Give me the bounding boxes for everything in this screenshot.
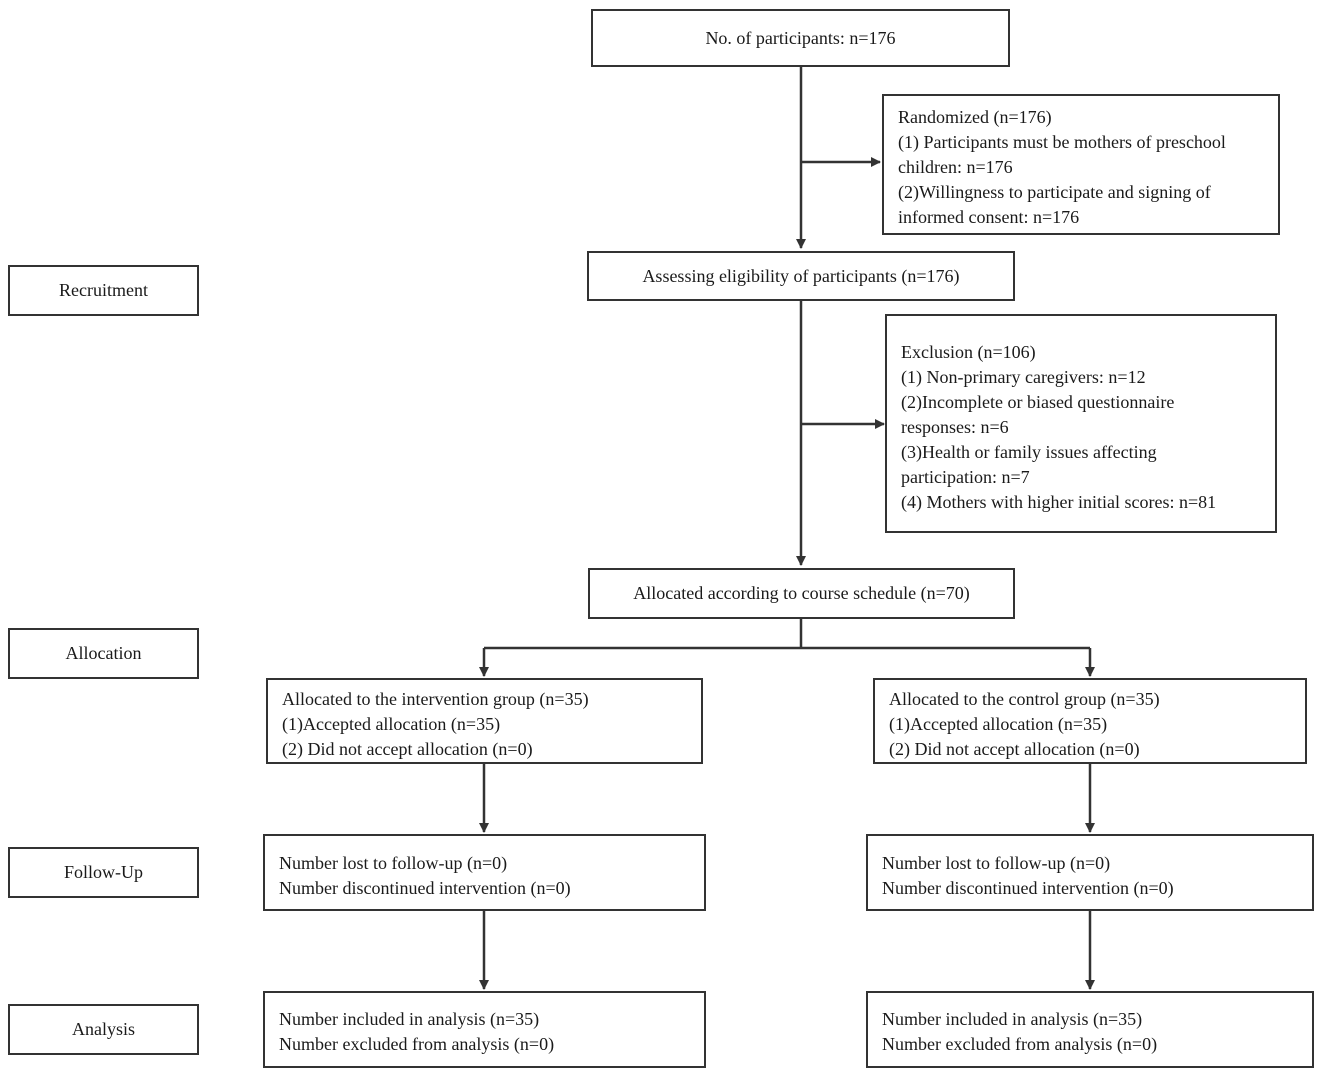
participants-box: No. of participants: n=176: [591, 9, 1010, 67]
eligibility-box: Assessing eligibility of participants (n…: [587, 251, 1015, 301]
intervention-allocation-line: Allocated to the intervention group (n=3…: [282, 689, 589, 709]
exclusion-line: responses: n=6: [901, 417, 1009, 437]
intervention-allocation-line: (2) Did not accept allocation (n=0): [282, 739, 533, 759]
exclusion-line: (1) Non-primary caregivers: n=12: [901, 367, 1146, 387]
control-allocation-line: (1)Accepted allocation (n=35): [889, 714, 1108, 734]
stage-recruitment: Recruitment: [8, 265, 199, 316]
intervention-follow-up-line: Number discontinued intervention (n=0): [279, 878, 571, 898]
intervention-follow-up-box: Number lost to follow-up (n=0) Number di…: [263, 834, 706, 911]
randomized-line: (1) Participants must be mothers of pres…: [898, 132, 1226, 152]
control-allocation-line: Allocated to the control group (n=35): [889, 689, 1160, 709]
randomized-line: (2)Willingness to participate and signin…: [898, 182, 1211, 202]
stage-follow-up-label: Follow-Up: [63, 862, 143, 882]
control-analysis-line: Number excluded from analysis (n=0): [882, 1034, 1158, 1054]
stage-follow-up: Follow-Up: [8, 847, 199, 898]
exclusion-line: (2)Incomplete or biased questionnaire: [901, 392, 1175, 412]
intervention-analysis-line: Number included in analysis (n=35): [279, 1009, 540, 1029]
control-follow-up-line: Number lost to follow-up (n=0): [882, 853, 1111, 873]
control-allocation-box: Allocated to the control group (n=35) (1…: [873, 678, 1307, 764]
randomized-line: Randomized (n=176): [898, 107, 1052, 127]
randomized-line: informed consent: n=176: [898, 207, 1080, 227]
exclusion-line: Exclusion (n=106): [901, 342, 1036, 362]
stage-allocation: Allocation: [8, 628, 199, 679]
exclusion-line: (3)Health or family issues affecting: [901, 442, 1157, 462]
exclusion-line: (4) Mothers with higher initial scores: …: [901, 492, 1217, 512]
exclusion-box: Exclusion (n=106) (1) Non-primary caregi…: [885, 314, 1277, 533]
stage-analysis: Analysis: [8, 1004, 199, 1055]
intervention-follow-up-line: Number lost to follow-up (n=0): [279, 853, 508, 873]
stage-allocation-label: Allocation: [65, 643, 142, 663]
randomized-box: Randomized (n=176) (1) Participants must…: [882, 94, 1280, 235]
intervention-allocation-box: Allocated to the intervention group (n=3…: [266, 678, 703, 764]
intervention-analysis-box: Number included in analysis (n=35) Numbe…: [263, 991, 706, 1068]
intervention-analysis-line: Number excluded from analysis (n=0): [279, 1034, 555, 1054]
control-analysis-line: Number included in analysis (n=35): [882, 1009, 1143, 1029]
control-follow-up-box: Number lost to follow-up (n=0) Number di…: [866, 834, 1314, 911]
control-analysis-box: Number included in analysis (n=35) Numbe…: [866, 991, 1314, 1068]
intervention-allocation-line: (1)Accepted allocation (n=35): [282, 714, 501, 734]
control-follow-up-line: Number discontinued intervention (n=0): [882, 878, 1174, 898]
stage-recruitment-label: Recruitment: [59, 280, 148, 300]
participants-text: No. of participants: n=176: [705, 27, 896, 48]
allocated-text: Allocated according to course schedule (…: [633, 583, 970, 603]
exclusion-line: participation: n=7: [901, 467, 1030, 487]
stage-analysis-label: Analysis: [72, 1019, 135, 1039]
randomized-line: children: n=176: [898, 157, 1013, 177]
allocated-box: Allocated according to course schedule (…: [588, 568, 1015, 619]
control-allocation-line: (2) Did not accept allocation (n=0): [889, 739, 1140, 759]
eligibility-text: Assessing eligibility of participants (n…: [642, 265, 960, 286]
